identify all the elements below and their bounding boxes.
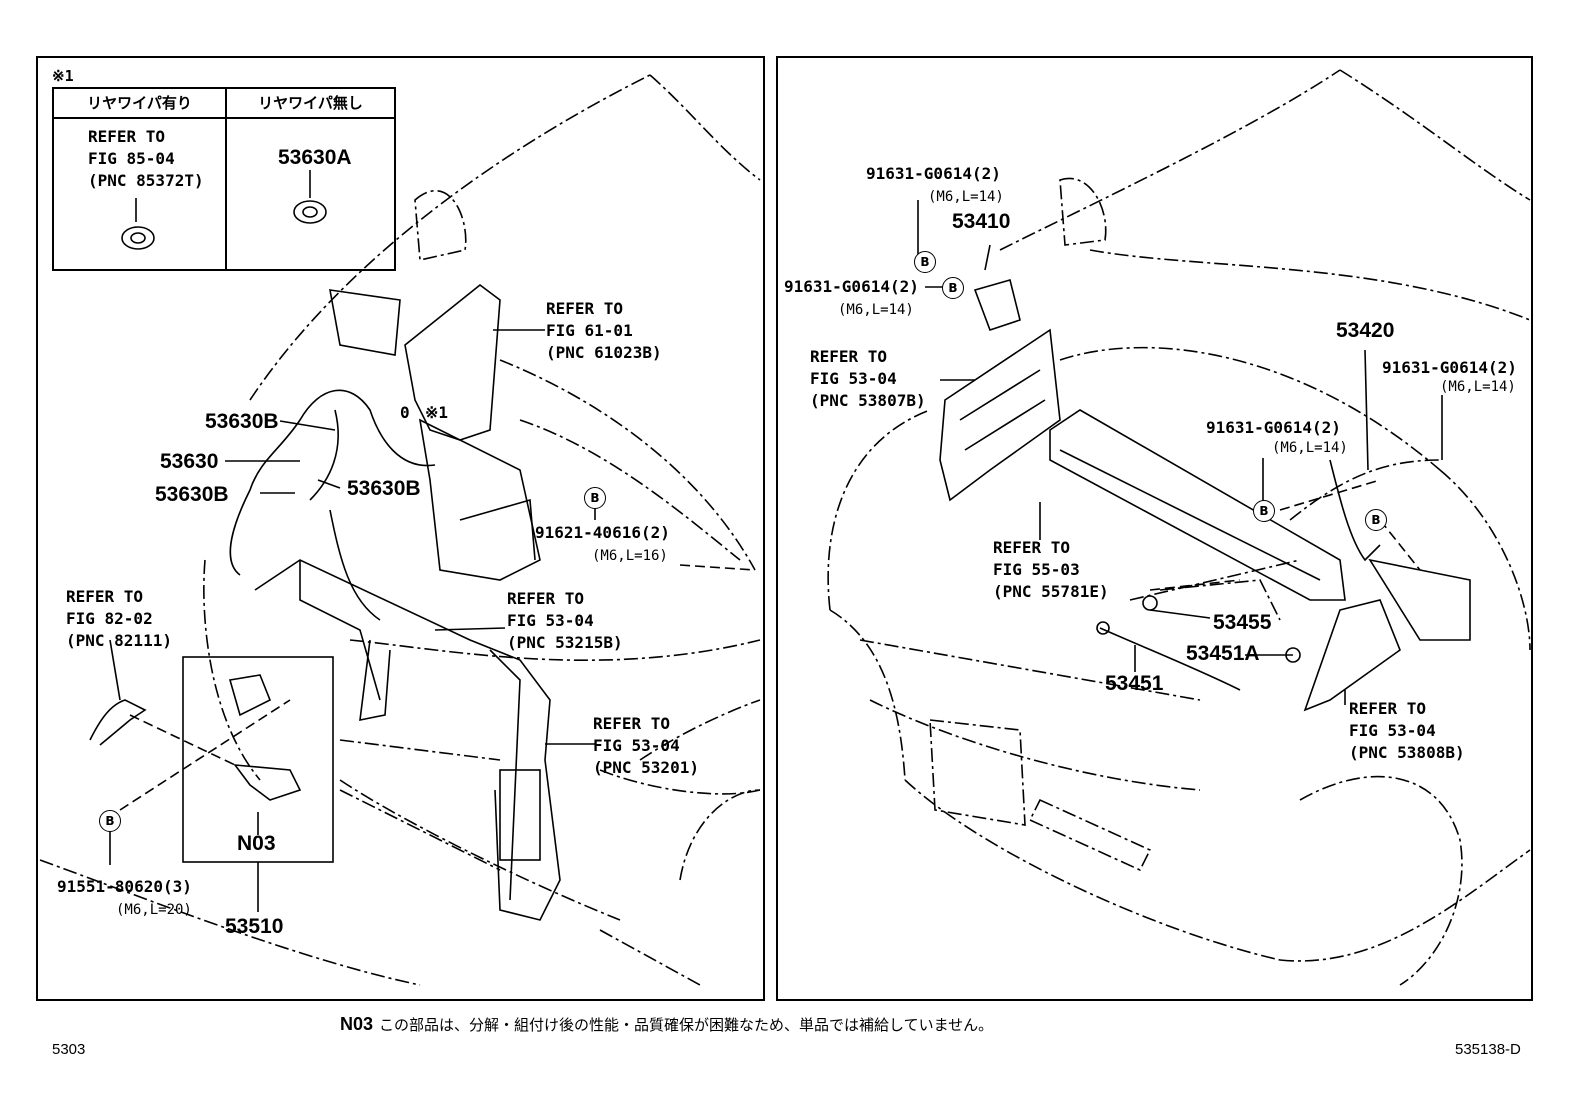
- bolt-91621: 91621-40616(2): [535, 523, 670, 542]
- refer-61-line3: (PNC 61023B): [546, 343, 662, 362]
- right-panel-frame: [776, 56, 1533, 1001]
- bolt-left-spec: (M6,L=14): [838, 302, 914, 318]
- bolt-mid-spec: (M6,L=14): [1272, 440, 1348, 456]
- refer-82-line1: REFER TO: [66, 587, 144, 606]
- mark-zero: 0: [400, 403, 410, 422]
- footer-left-code: 5303: [52, 1041, 86, 1058]
- bolt-91621-spec: (M6,L=16): [592, 548, 668, 564]
- part-53630: 53630: [160, 450, 219, 473]
- refer-53808-line2: FIG 53-04: [1349, 721, 1436, 740]
- refer-82-line3: (PNC 82111): [66, 631, 172, 650]
- footer-note-text: この部品は、分解・組付け後の性能・品質確保が困難なため、単品では補給していません…: [379, 1016, 994, 1034]
- b-marker-right-4: B: [1365, 509, 1387, 531]
- part-53420: 53420: [1336, 319, 1395, 342]
- refer-53201-line2: FIG 53-04: [593, 736, 680, 755]
- part-53630B-top: 53630B: [205, 410, 279, 433]
- refer-53807-line2: FIG 53-04: [810, 369, 897, 388]
- refer-53807-line1: REFER TO: [810, 347, 888, 366]
- mark-star1: ※1: [425, 403, 449, 422]
- bolt-left: 91631-G0614(2): [784, 277, 919, 296]
- bolt-top: 91631-G0614(2): [866, 164, 1001, 183]
- bolt-right: 91631-G0614(2): [1382, 358, 1517, 377]
- part-53455: 53455: [1213, 611, 1272, 634]
- refer-53808-line3: (PNC 53808B): [1349, 743, 1465, 762]
- footer-note: N03 この部品は、分解・組付け後の性能・品質確保が困難なため、単品では補給してい…: [340, 1014, 993, 1035]
- refer-53215-line2: FIG 53-04: [507, 611, 594, 630]
- bolt-right-spec: (M6,L=14): [1440, 379, 1516, 395]
- part-N03: N03: [237, 832, 276, 855]
- part-53630A: 53630A: [278, 146, 352, 169]
- bolt-mid: 91631-G0614(2): [1206, 418, 1341, 437]
- footer-right-code: 535138-D: [1455, 1041, 1521, 1058]
- bolt-91551: 91551-80620(3): [57, 877, 192, 896]
- refer-53215-line3: (PNC 53215B): [507, 633, 623, 652]
- legend-refer-line1: REFER TO: [88, 127, 166, 146]
- b-marker-right-3: B: [1253, 500, 1275, 522]
- refer-61-line1: REFER TO: [546, 299, 624, 318]
- b-marker-right-2: B: [942, 277, 964, 299]
- left-panel-frame: [36, 56, 765, 1001]
- legend-header-without-rear-wiper: リヤワイパ無し: [258, 94, 363, 112]
- bolt-91551-spec: (M6,L=20): [116, 902, 192, 918]
- legend-header-with-rear-wiper: リヤワイパ有り: [87, 94, 192, 112]
- part-53630B-low: 53630B: [155, 483, 229, 506]
- b-marker-left-2: B: [99, 810, 121, 832]
- legend-refer-line2: FIG 85-04: [88, 149, 175, 168]
- refer-82-line2: FIG 82-02: [66, 609, 153, 628]
- part-53510: 53510: [225, 915, 284, 938]
- refer-53215-line1: REFER TO: [507, 589, 585, 608]
- part-53630B-mid: 53630B: [347, 477, 421, 500]
- part-53451A: 53451A: [1186, 642, 1260, 665]
- b-marker-right-1: B: [914, 251, 936, 273]
- refer-55781-line2: FIG 55-03: [993, 560, 1080, 579]
- refer-61-line2: FIG 61-01: [546, 321, 633, 340]
- bolt-top-spec: (M6,L=14): [928, 189, 1004, 205]
- footer-note-code: N03: [340, 1014, 374, 1034]
- refer-53807-line3: (PNC 53807B): [810, 391, 926, 410]
- refer-53201-line3: (PNC 53201): [593, 758, 699, 777]
- refer-55781-line3: (PNC 55781E): [993, 582, 1109, 601]
- legend-marker: ※1: [52, 67, 74, 85]
- refer-55781-line1: REFER TO: [993, 538, 1071, 557]
- refer-53808-line1: REFER TO: [1349, 699, 1427, 718]
- part-53451: 53451: [1105, 672, 1164, 695]
- legend-refer-line3: (PNC 85372T): [88, 171, 204, 190]
- part-53410: 53410: [952, 210, 1011, 233]
- b-marker-left-1: B: [584, 487, 606, 509]
- legend-table: リヤワイパ有り リヤワイパ無し: [52, 87, 396, 271]
- refer-53201-line1: REFER TO: [593, 714, 671, 733]
